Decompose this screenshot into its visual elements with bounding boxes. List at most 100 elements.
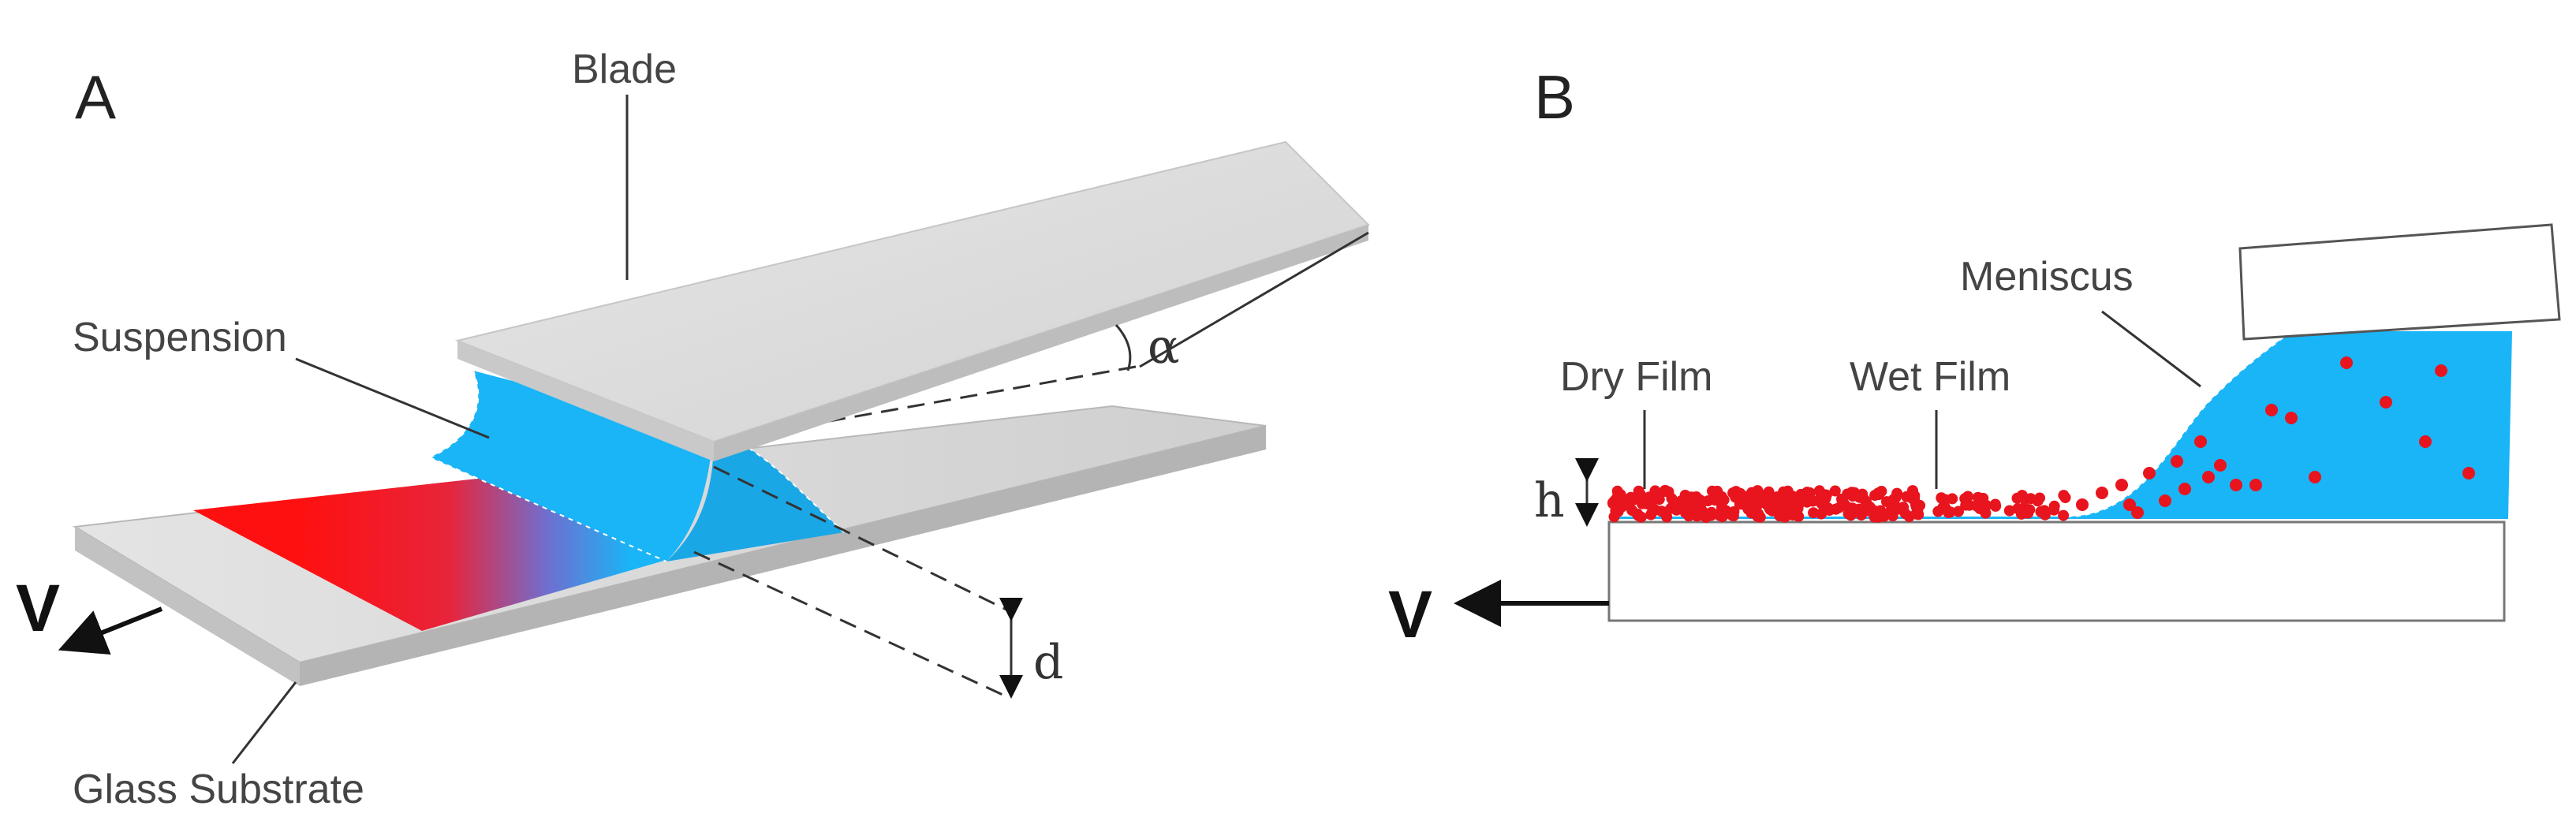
velocity-label-b: V [1388, 577, 1432, 651]
particle [2048, 504, 2060, 516]
particle [2003, 505, 2015, 517]
particle [1808, 507, 1820, 519]
particle [2249, 479, 2262, 491]
suspension-label: Suspension [73, 315, 287, 360]
particle [1705, 509, 1717, 521]
particle [1953, 506, 1964, 517]
particle [2340, 356, 2353, 369]
particle [1678, 500, 1690, 512]
particle [2419, 435, 2432, 448]
particle [1661, 506, 1672, 518]
particle [2035, 506, 2047, 517]
panel-a-label: A [75, 62, 116, 132]
glass-substrate-label: Glass Substrate [73, 767, 364, 812]
particle [2159, 494, 2171, 507]
meniscus-label: Meniscus [1960, 254, 2134, 300]
particle [1972, 491, 1984, 503]
meniscus-leader-line [2101, 310, 2201, 388]
particle [1648, 494, 1659, 506]
particle [1707, 493, 1719, 505]
particle [1980, 507, 1992, 519]
particle [1784, 493, 1796, 504]
particle [1939, 494, 1951, 506]
particle [2285, 412, 2298, 424]
substrate-cross-section [1607, 520, 2506, 622]
particle [1854, 503, 1865, 515]
particle [2462, 467, 2475, 479]
particle [1771, 491, 1783, 503]
particle [1611, 485, 1623, 497]
particle [1608, 511, 1620, 523]
panel-a: A α d [16, 47, 1370, 812]
particle [1907, 485, 1918, 497]
particle [1800, 488, 1812, 500]
particle [2034, 492, 2045, 504]
particle [1783, 506, 1795, 518]
particle [2194, 435, 2207, 448]
panel-b: B h V Meniscus Dry Film Wet Film [1388, 62, 2561, 651]
particle [1648, 504, 1660, 516]
glass-substrate-leader-line [231, 681, 297, 764]
particle [1829, 485, 1841, 497]
particle [1962, 491, 1973, 502]
particle [1716, 503, 1728, 515]
gap-d-label: d [1033, 635, 1063, 690]
particle [2016, 490, 2028, 502]
particle [2178, 483, 2191, 495]
particle [2214, 459, 2227, 472]
dried-film-shape [193, 475, 666, 631]
particle [1830, 503, 1842, 515]
gap-dashed-line-bottom [693, 550, 1010, 700]
blade-label: Blade [572, 47, 677, 92]
particle [1906, 493, 1918, 505]
particle [1616, 500, 1628, 512]
particle [2015, 508, 2027, 520]
particles-group [1607, 356, 2475, 523]
particle [2131, 506, 2144, 519]
particle [1913, 509, 1925, 520]
particle [1742, 503, 1754, 515]
particle [1886, 502, 1898, 514]
angle-alpha-label: α [1148, 319, 1180, 375]
particle [1626, 505, 1638, 517]
particle [1990, 500, 2002, 512]
particle [1847, 491, 1859, 502]
particle [1872, 487, 1884, 499]
suspension-cross-section [1609, 331, 2512, 519]
particle [1762, 487, 1774, 499]
particle [2143, 467, 2156, 479]
particle [1944, 506, 1956, 518]
particle [2024, 504, 2036, 516]
gap-dashed-line-top [713, 465, 1010, 613]
particle [1813, 485, 1825, 497]
thickness-h-label: h [1534, 473, 1565, 528]
particle [1659, 485, 1671, 497]
particle [2076, 498, 2089, 511]
particle [1679, 490, 1691, 501]
particle [1728, 506, 1740, 517]
particle [1649, 485, 1661, 497]
particle [2096, 487, 2108, 499]
particle [1691, 510, 1703, 522]
particle [2123, 498, 2136, 511]
particle [2171, 455, 2183, 468]
particle [2265, 404, 2278, 416]
particle [1807, 495, 1819, 507]
particle [2309, 471, 2321, 483]
blade-cross-section [2238, 223, 2561, 341]
particle [1960, 499, 1972, 511]
velocity-arrow-a [58, 606, 163, 655]
wet-film-label: Wet Film [1850, 354, 2010, 400]
particle [1637, 498, 1648, 509]
blade-shape [454, 140, 1370, 461]
particle [1842, 508, 1854, 520]
panel-b-label: B [1534, 62, 1575, 132]
angle-reference-line [1139, 231, 1369, 368]
particle [2380, 396, 2392, 409]
particle [1858, 494, 1870, 506]
particle [1730, 491, 1742, 503]
particle [2202, 471, 2215, 483]
particle [2058, 509, 2070, 521]
particle [1863, 505, 1874, 517]
